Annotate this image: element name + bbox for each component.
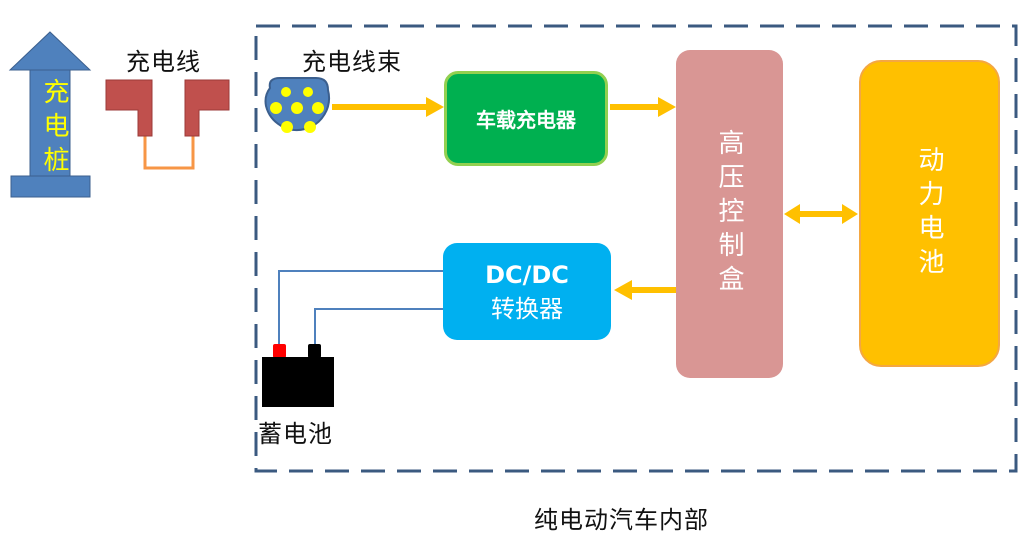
power-battery-box: 动力电池 [859,60,1000,367]
onboard-charger-label: 车载充电器 [476,108,576,132]
arrow-hvbox-battery-bidirectional [784,204,858,224]
charging-pile-label: 充电桩 [39,78,69,180]
hv-control-box-label: 高压控制盒 [714,129,744,299]
dcdc-converter-box: DC/DC 转换器 [443,243,611,340]
onboard-charger-box: 车载充电器 [444,71,608,166]
arrow-hvbox-to-dcdc [614,280,676,300]
arrow-charger-to-hvbox [610,97,676,117]
charging-cable-icon [105,79,230,170]
negative-terminal [308,344,321,358]
hv-control-box: 高压控制盒 [676,50,783,378]
power-battery-label: 动力电池 [914,145,944,282]
dcdc-battery-wires [278,270,443,346]
arrow-harness-to-charger [332,97,444,117]
aux-battery-label: 蓄电池 [258,420,333,448]
dcdc-label-line1: DC/DC [485,260,569,289]
aux-battery-icon [262,344,334,407]
vehicle-boundary [254,24,1018,473]
diagram-caption: 纯电动汽车内部 [534,506,709,534]
charging-pile-icon [8,31,92,198]
connector-icon [264,77,330,133]
dcdc-label-line2: 转换器 [491,294,563,323]
positive-terminal [273,344,286,358]
charging-cable-label: 充电线 [126,48,201,76]
charging-harness-label: 充电线束 [302,48,402,76]
